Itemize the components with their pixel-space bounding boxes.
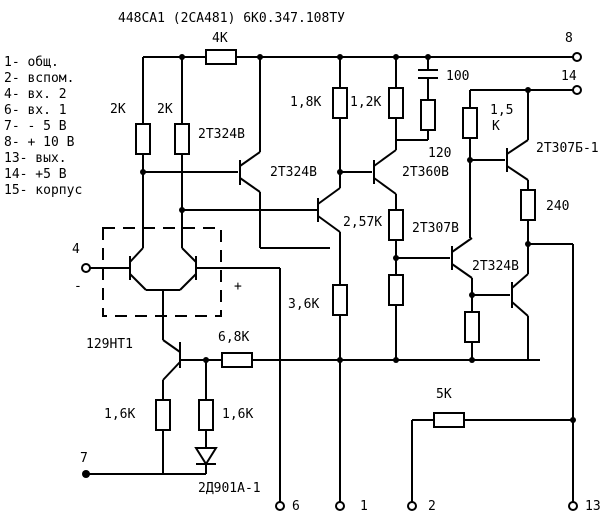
svg-text:3,6К: 3,6К <box>288 297 319 312</box>
svg-text:2,57К: 2,57К <box>343 215 382 230</box>
pin-13-terminal <box>568 501 578 511</box>
pin-14-terminal <box>572 85 582 95</box>
svg-text:2Т307Б-1: 2Т307Б-1 <box>536 141 599 156</box>
svg-text:2Т324В: 2Т324В <box>270 165 317 180</box>
pin-14-label: 14 <box>561 69 577 84</box>
svg-text:2Т324В: 2Т324В <box>472 259 519 274</box>
transistor-2t324v-c: 2Т324В <box>469 244 529 360</box>
svg-text:2К: 2К <box>157 102 173 117</box>
diode-2d901a: 2Д901А-1 <box>194 447 261 496</box>
resistor-6-8k: 6,8К <box>206 330 540 368</box>
pin-1-terminal <box>335 501 345 511</box>
plus-sign: + <box>234 279 242 294</box>
legend-line: 13- вых. <box>4 151 67 166</box>
svg-text:129НТ1: 129НТ1 <box>86 337 133 352</box>
svg-text:1,5: 1,5 <box>490 103 513 118</box>
transistor-2t307b1: 2Т307Б-1 <box>506 90 599 190</box>
pin-legend: 1- общ. 2- вспом. 4- вх. 2 6- вх. 1 7- -… <box>4 55 82 198</box>
svg-text:4К: 4К <box>212 31 228 46</box>
minus-sign: - <box>74 279 82 294</box>
rail-minus-5v: 7 <box>80 451 206 478</box>
resistor-4k: 4К <box>205 31 237 65</box>
legend-line: 6- вх. 1 <box>4 103 67 118</box>
svg-text:1,8К: 1,8К <box>290 95 321 110</box>
pin-6-terminal <box>275 501 285 511</box>
svg-text:1,6К: 1,6К <box>104 407 135 422</box>
svg-text:6: 6 <box>292 499 300 514</box>
transistor-2t360v: 2Т360В <box>373 140 449 210</box>
svg-text:2Д901А-1: 2Д901А-1 <box>198 481 261 496</box>
resistor-2k-left: 2К <box>110 102 151 155</box>
pin-2-label: 2 <box>428 499 436 514</box>
legend-line: 4- вх. 2 <box>4 87 67 102</box>
svg-text:240: 240 <box>546 199 569 214</box>
svg-text:6,8К: 6,8К <box>218 330 249 345</box>
resistor-1-2k: 1,2К <box>350 87 404 119</box>
input-pin-6: 6 + <box>196 267 300 514</box>
resistor-1-5k: 1,5 К <box>462 103 513 139</box>
svg-text:5К: 5К <box>436 387 452 402</box>
svg-text:120: 120 <box>428 146 451 161</box>
svg-text:1,6К: 1,6К <box>222 407 253 422</box>
transistor-2t324v-b: 2Т324В <box>270 165 341 285</box>
resistor-5k: 5К <box>412 387 573 428</box>
svg-text:1,2К: 1,2К <box>350 95 381 110</box>
legend-line: 15- корпус <box>4 183 82 198</box>
svg-text:2Т307В: 2Т307В <box>412 221 459 236</box>
legend-line: 8- + 10 В <box>4 135 75 150</box>
svg-text:К: К <box>492 119 500 134</box>
rail-plus-5v: 14 <box>470 69 582 95</box>
svg-text:2Т360В: 2Т360В <box>402 165 449 180</box>
legend-line: 1- общ. <box>4 55 59 70</box>
pin-1-label: 1 <box>360 499 368 514</box>
resistor-1-6k-left: 1,6К <box>104 399 171 431</box>
resistor-mid-lower <box>388 274 404 306</box>
input-pin-4: 4 - <box>72 242 130 294</box>
legend-line: 14- +5 В <box>4 167 67 182</box>
resistor-120: 120 <box>420 99 451 161</box>
capacitor-100: 100 <box>418 57 469 100</box>
resistor-1-8k: 1,8К <box>290 87 348 119</box>
resistor-out-base <box>464 311 480 343</box>
svg-text:100: 100 <box>446 69 469 84</box>
svg-text:2Т324В: 2Т324В <box>198 127 245 142</box>
svg-text:4: 4 <box>72 242 80 257</box>
transistor-2t324v-a: 2Т324В <box>143 57 261 248</box>
legend-line: 2- вспом. <box>4 71 74 86</box>
pin-8-label: 8 <box>565 31 573 46</box>
pin-4-terminal <box>81 263 91 273</box>
resistor-1-6k-right: 1,6К <box>198 399 253 431</box>
resistor-240: 240 <box>520 189 569 221</box>
svg-text:2К: 2К <box>110 102 126 117</box>
resistor-2k-right: 2К <box>157 102 190 155</box>
pin-2-terminal <box>407 501 417 511</box>
resistor-2-57k: 2,57К <box>343 209 404 241</box>
transistor-2t307v: 2Т307В <box>412 221 473 279</box>
transistor-current-source <box>162 339 206 381</box>
pin-8-terminal <box>572 52 582 62</box>
pin-13-label: 13 <box>585 499 601 514</box>
legend-line: 7- - 5 В <box>4 119 67 134</box>
resistor-3-6k: 3,6К <box>288 284 348 316</box>
svg-text:7: 7 <box>80 451 88 466</box>
schematic-title: 448СА1 (2СА481) 6К0.347.108ТУ <box>118 11 345 26</box>
